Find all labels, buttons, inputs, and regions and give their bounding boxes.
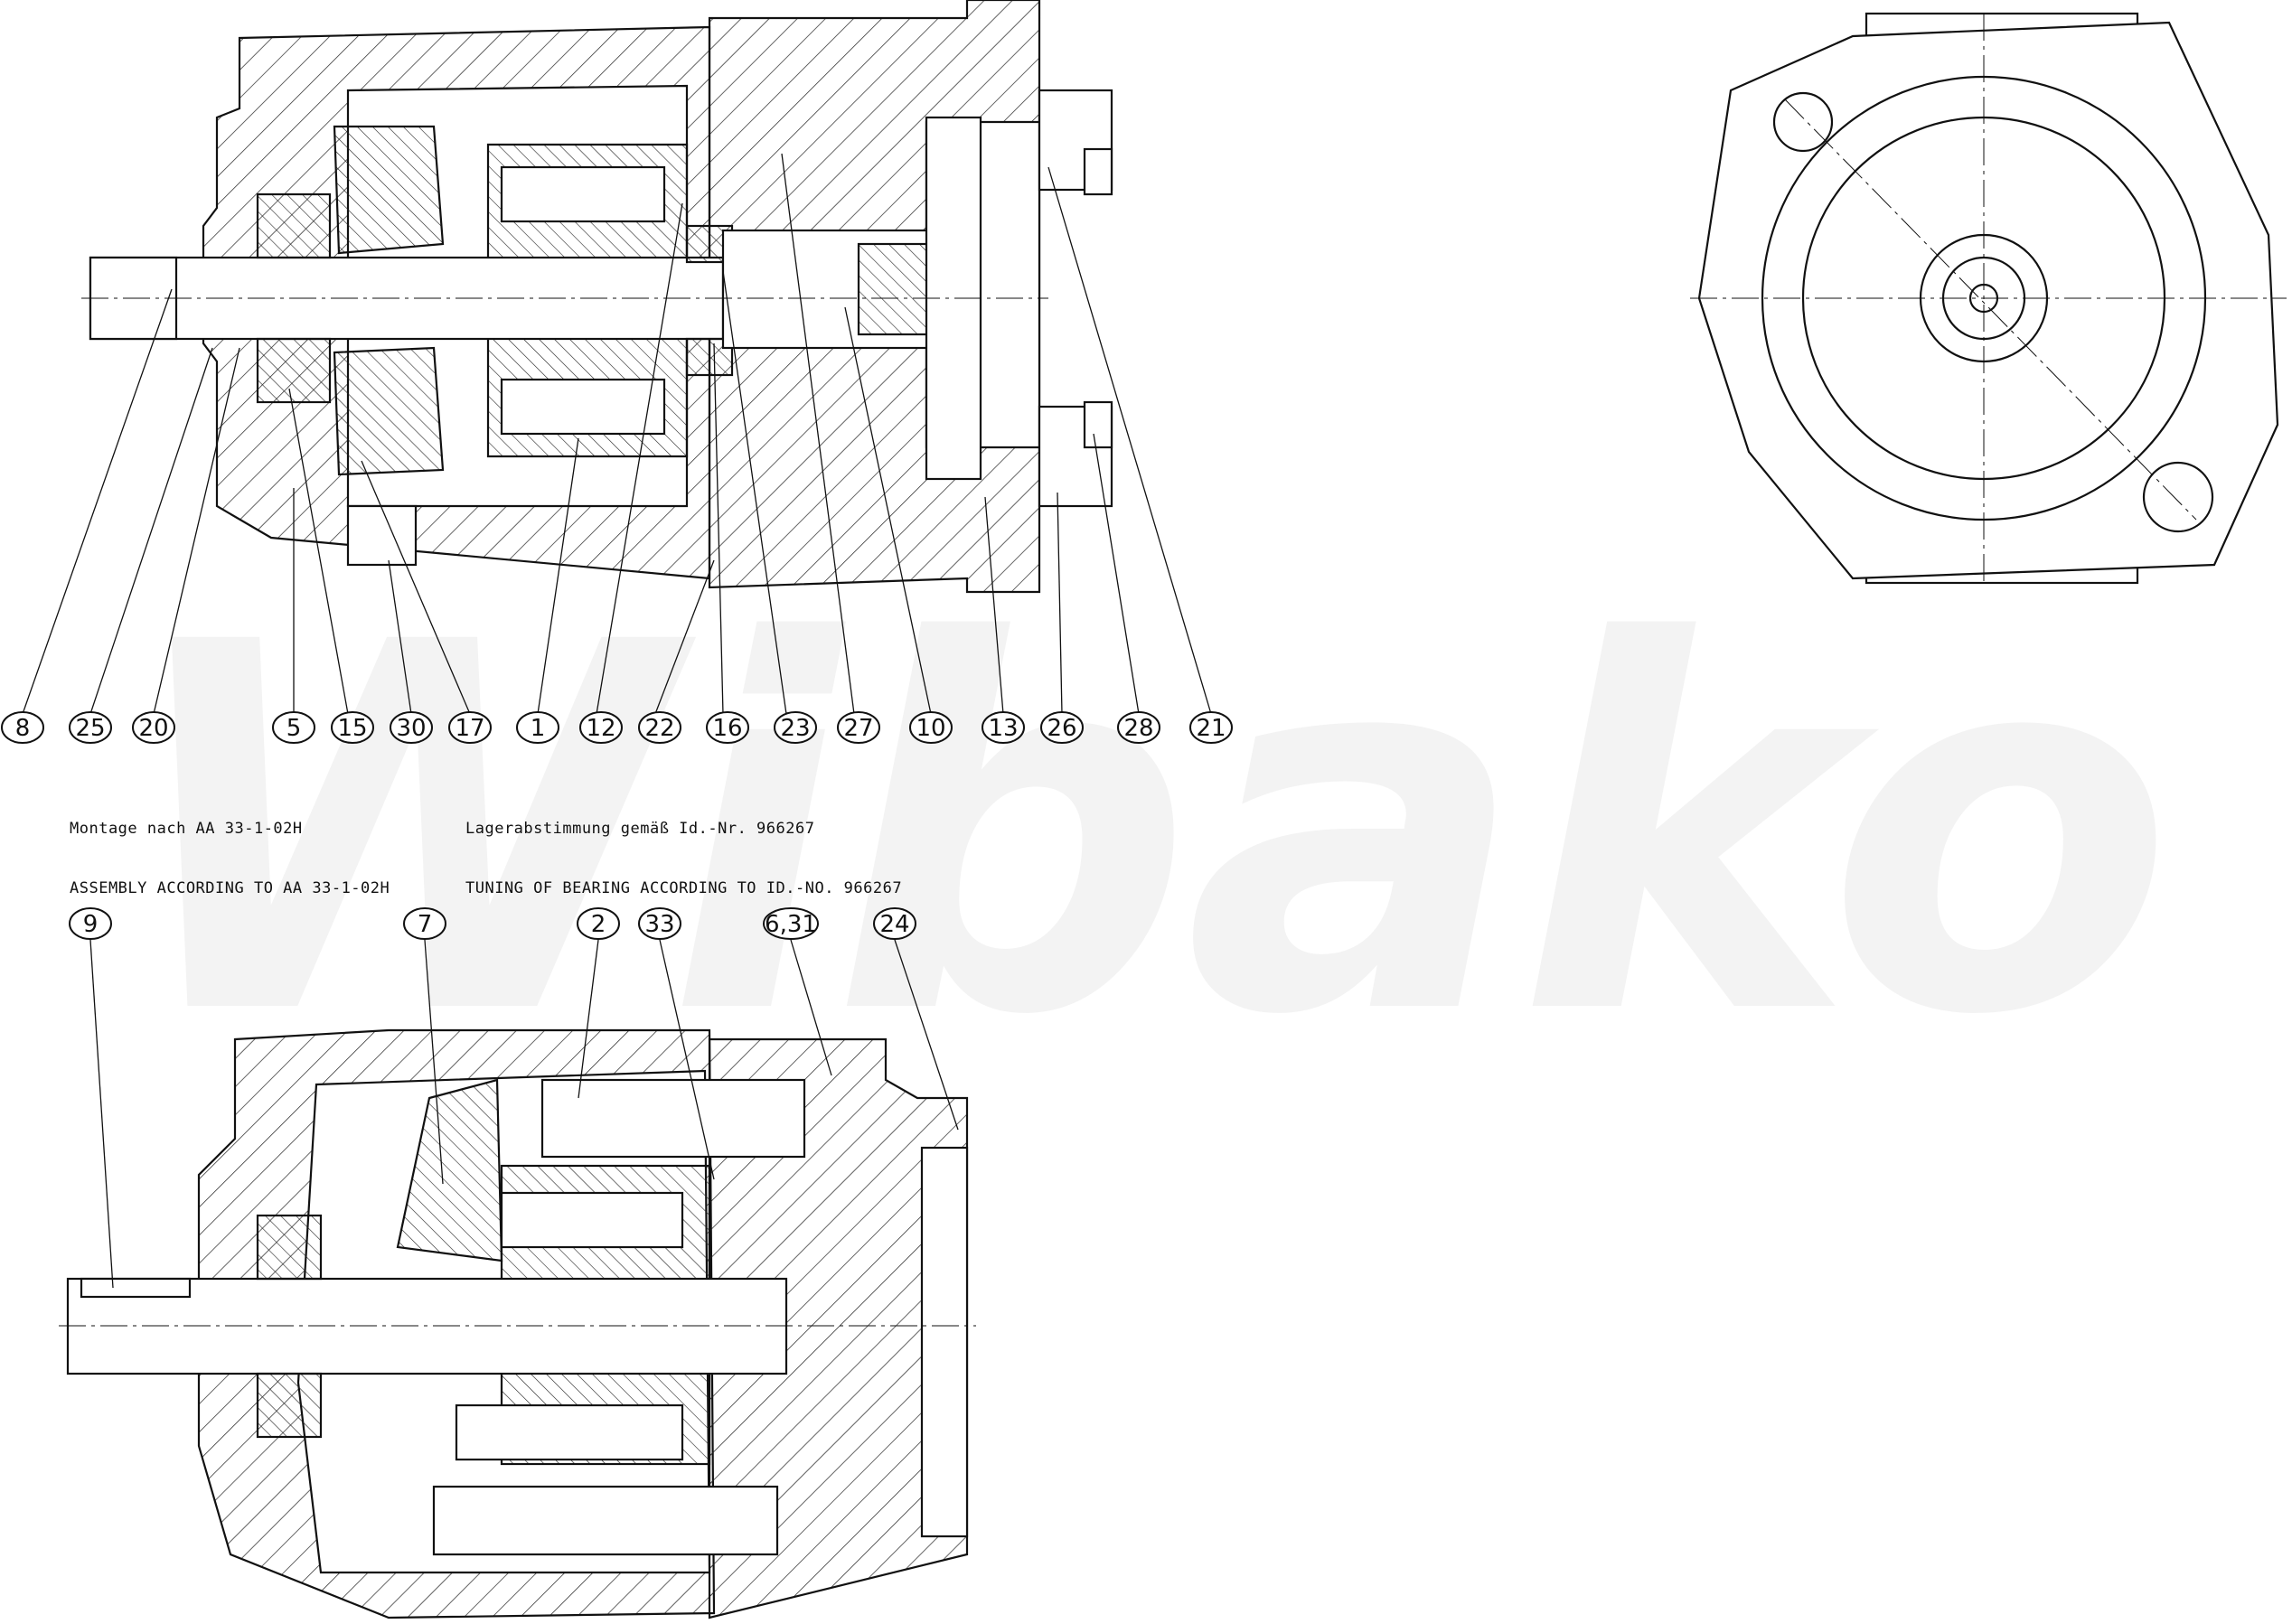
callout-label: 17 — [455, 715, 484, 742]
front-bearing — [256, 192, 332, 259]
callout-label: 25 — [75, 715, 105, 742]
callout-bubble — [390, 711, 433, 744]
bearing-note-de: Lagerabstimmung gemäß Id.-Nr. 966267 — [465, 820, 815, 838]
drain-plug — [346, 504, 418, 567]
callout-bubble — [837, 711, 880, 744]
callout-bubble — [873, 907, 916, 940]
wibako-watermark: Wibako — [117, 578, 2175, 1084]
bottom-leader-lines — [89, 939, 959, 1289]
callout-label: 16 — [712, 715, 742, 742]
callout-bubble — [638, 907, 681, 940]
callout-bubble — [1040, 711, 1084, 744]
bottom-shaft-key — [80, 1277, 192, 1299]
callout-label: 24 — [879, 911, 909, 938]
top-leader-lines — [22, 153, 1212, 715]
callout-label: 23 — [780, 715, 810, 742]
callout-label: 10 — [916, 715, 945, 742]
bottom-callout-bubbles: 9 7 2 33 6,31 24 — [69, 907, 916, 940]
front-bearing-lower — [256, 337, 332, 404]
callout-label: 2 — [591, 911, 606, 938]
bolt-upper-head — [1083, 147, 1113, 196]
bearing-note: Lagerabstimmung gemäß Id.-Nr. 966267 TUN… — [465, 779, 902, 918]
callout-label: 1 — [531, 715, 546, 742]
callout-label: 12 — [586, 715, 615, 742]
callout-label: 20 — [138, 715, 168, 742]
callout-bubble — [763, 907, 819, 940]
callout-bubble — [403, 907, 446, 940]
bottom-piston-lower — [455, 1403, 684, 1461]
callout-label: 26 — [1047, 715, 1076, 742]
assembly-note-de: Montage nach AA 33-1-02H — [70, 820, 303, 838]
callout-label: 21 — [1196, 715, 1226, 742]
bottom-port-plate — [708, 1037, 969, 1619]
assembly-note: Montage nach AA 33-1-02H ASSEMBLY ACCORD… — [70, 779, 390, 918]
bottom-front-bearing-lower — [256, 1372, 323, 1439]
callout-bubble — [579, 711, 623, 744]
callout-bubble — [638, 711, 681, 744]
top-section-view — [22, 0, 1212, 715]
callout-bubble — [706, 711, 749, 744]
callout-bubble — [982, 711, 1025, 744]
bottom-section-view — [59, 939, 976, 1619]
callout-bubble — [516, 711, 559, 744]
end-view-bolt-hole-lower — [2142, 461, 2214, 533]
control-valve — [540, 1078, 806, 1159]
end-view-bolt-hole-upper — [1772, 91, 1834, 153]
bearing-note-en: TUNING OF BEARING ACCORDING TO ID.-NO. 9… — [465, 879, 903, 897]
end-view — [1690, 12, 2287, 585]
callout-label: 8 — [15, 715, 31, 742]
callout-bubble — [132, 711, 175, 744]
piston-lower — [500, 378, 666, 436]
swashplate-lower — [333, 346, 445, 476]
callout-bubble — [1, 711, 44, 744]
callout-label: 22 — [644, 715, 674, 742]
bottom-rear-cover — [920, 1146, 969, 1538]
callout-label: 15 — [337, 715, 367, 742]
assembly-note-en: ASSEMBLY ACCORDING TO AA 33-1-02H — [70, 879, 390, 897]
callout-label: 13 — [988, 715, 1018, 742]
callout-bubble — [272, 711, 315, 744]
swashplate-upper — [333, 125, 445, 255]
callout-bubble — [69, 711, 112, 744]
callout-bubble — [1117, 711, 1160, 744]
top-callout-bubbles: 8 25 20 5 15 30 17 1 12 22 16 23 27 10 13 26 28 21 — [1, 711, 1233, 744]
callout-label: 27 — [843, 715, 873, 742]
end-view-flange — [1697, 21, 2279, 580]
callout-label: 33 — [644, 911, 674, 938]
callout-label: 6,31 — [765, 911, 817, 938]
bolt-lower-head — [1083, 400, 1113, 449]
bottom-piston-upper — [500, 1191, 684, 1249]
callout-bubble — [69, 907, 112, 940]
callout-bubble — [448, 711, 492, 744]
control-spring — [432, 1485, 779, 1556]
callout-bubble — [909, 711, 953, 744]
callout-label: 5 — [286, 715, 302, 742]
callout-label: 7 — [418, 911, 433, 938]
bottom-front-bearing — [256, 1214, 323, 1281]
callout-label: 30 — [396, 715, 426, 742]
callout-bubble — [1189, 711, 1233, 744]
piston-upper — [500, 165, 666, 223]
callout-bubble — [331, 711, 374, 744]
callout-bubble — [577, 907, 620, 940]
callout-bubble — [774, 711, 817, 744]
callout-label: 9 — [83, 911, 99, 938]
bottom-swashplate — [396, 1078, 503, 1263]
callout-label: 28 — [1123, 715, 1153, 742]
